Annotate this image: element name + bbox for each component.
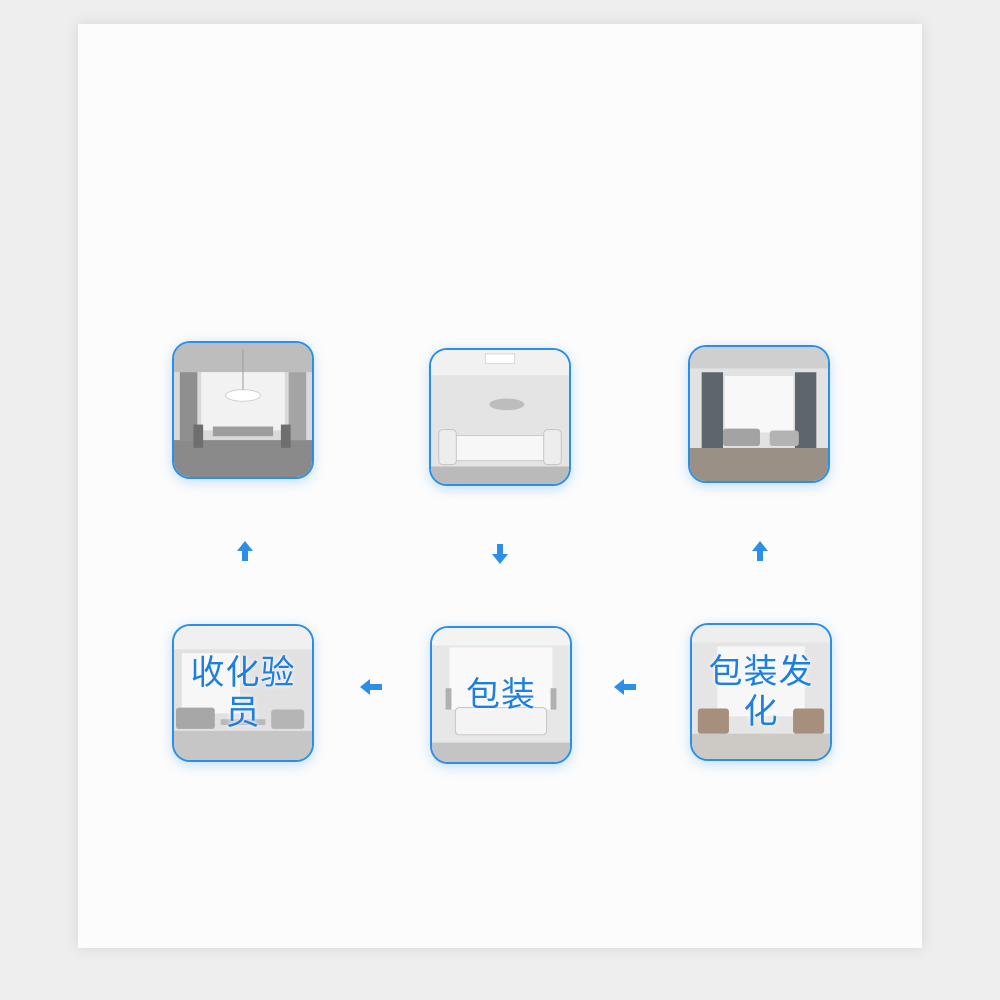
node-bottom-center: 包装 — [430, 626, 572, 764]
node-caption — [690, 347, 828, 481]
arrow-left-icon — [614, 679, 636, 695]
diagram-sheet — [78, 24, 922, 948]
arrow-down-icon — [492, 544, 508, 564]
arrow-up-right — [746, 537, 774, 565]
node-top-left — [172, 341, 314, 479]
arrow-up-left — [231, 537, 259, 565]
arrow-up-icon — [237, 541, 253, 561]
dining-room-photo-icon — [174, 343, 312, 477]
sofa-room-photo-icon — [432, 628, 570, 762]
arrow-left-2 — [610, 673, 638, 701]
curtain-living-room-photo-icon — [690, 347, 828, 481]
chair-room-photo-icon — [692, 625, 830, 759]
node-caption: 包装 — [466, 675, 536, 715]
node-caption: 包装发化 — [708, 652, 814, 732]
node-caption: 收化验员 — [190, 653, 296, 733]
living-room-photo-icon — [174, 626, 312, 760]
node-top-center — [429, 348, 571, 486]
arrow-down-center — [486, 540, 514, 568]
node-bottom-left: 收化验员 — [172, 624, 314, 762]
arrow-left-1 — [356, 673, 384, 701]
node-caption — [174, 343, 312, 477]
arrow-left-icon — [360, 679, 382, 695]
node-top-right — [688, 345, 830, 483]
sofa-room-photo-icon — [431, 350, 569, 484]
node-caption — [431, 350, 569, 484]
node-bottom-right: 包装发化 — [690, 623, 832, 761]
arrow-up-icon — [752, 541, 768, 561]
